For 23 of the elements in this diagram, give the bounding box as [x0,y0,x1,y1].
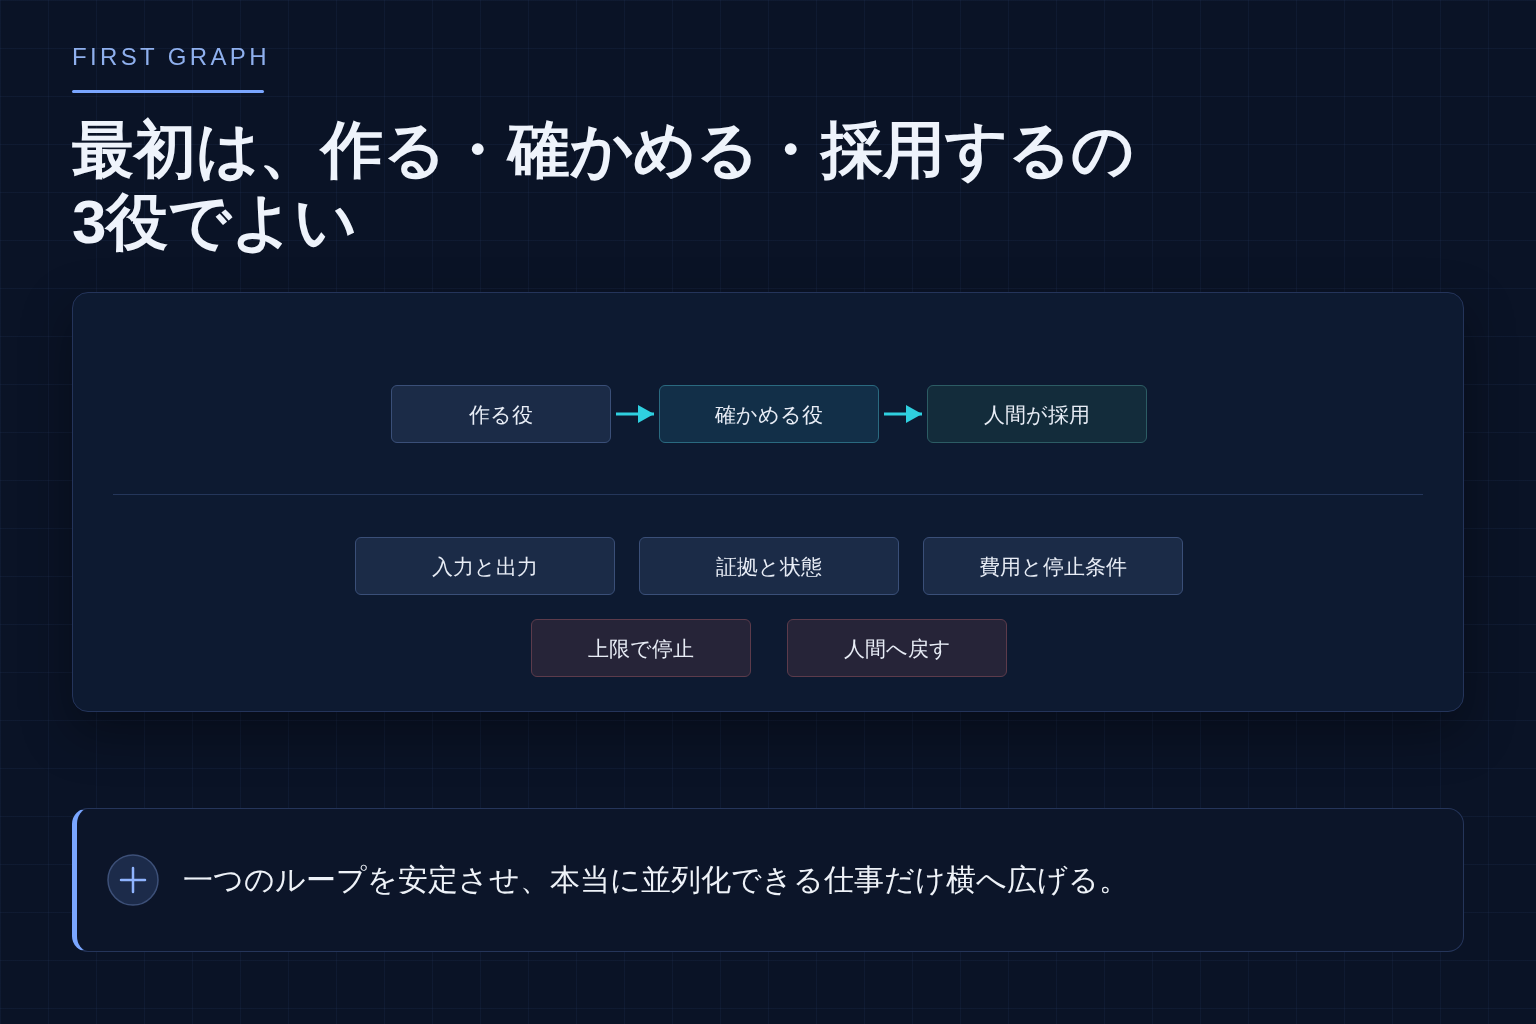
process-box [391,385,611,443]
process-box [659,385,879,443]
box-label: 入力と出力 [432,555,538,577]
process-box [927,385,1147,443]
arrow [616,405,654,423]
box-label: 証拠と状態 [716,555,822,577]
item-box [355,537,615,595]
limit-box [531,619,751,677]
callout-box [72,808,1464,952]
eyebrow-label: FIRST GRAPH [72,42,270,72]
box-label: 確かめる役 [715,403,823,425]
callout-text: 一つのループを安定させ、本当に並列化できる仕事だけ横へ広げる。 [183,862,1129,899]
box-label: 上限で停止 [588,637,694,659]
box-label: 作る役 [469,403,533,425]
box-label: 費用と停止条件 [979,555,1127,577]
item-box [923,537,1183,595]
box-label: 人間が採用 [984,403,1090,425]
arrow [884,405,922,423]
box-label: 人間へ戻す [843,637,951,659]
diagram-panel [72,292,1464,712]
item-box [639,537,899,595]
page-title: 最初は、作る・確かめる・採用するの3役でよい [72,114,1135,258]
limit-box [787,619,1007,677]
